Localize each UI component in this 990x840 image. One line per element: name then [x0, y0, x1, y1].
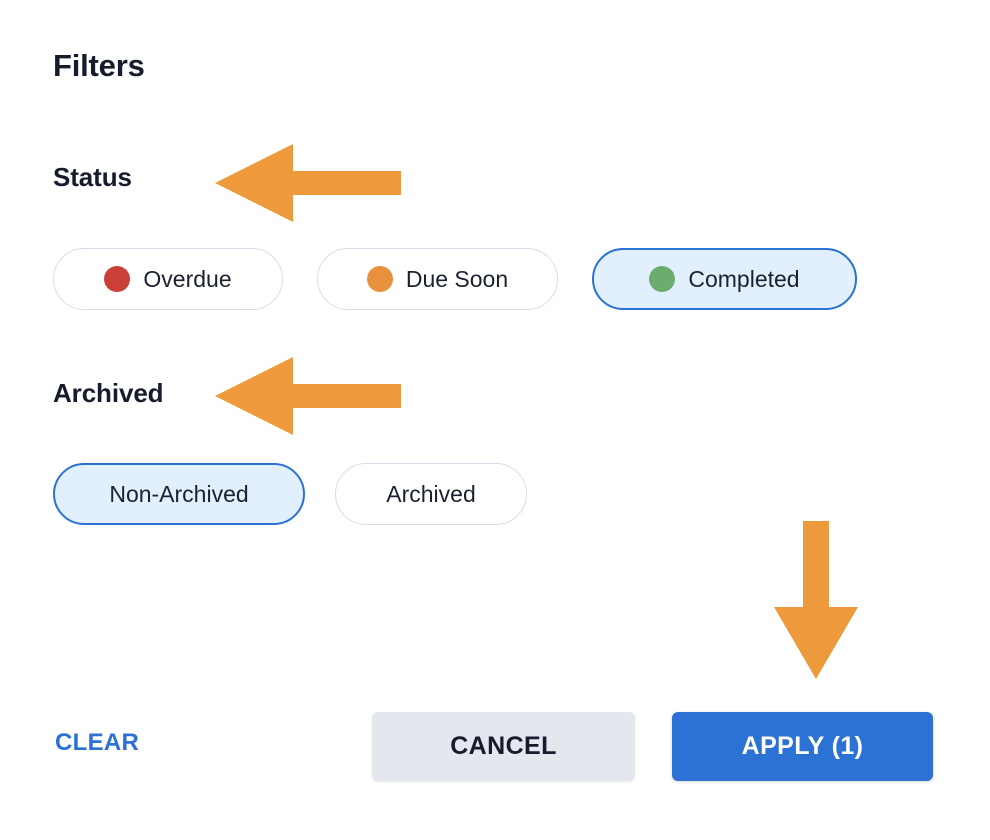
chip-label: Archived: [386, 480, 476, 507]
status-dot-overdue: [104, 266, 131, 292]
chip-label: Overdue: [143, 265, 232, 292]
chip-label: Due Soon: [405, 265, 509, 292]
chip-archived-archived[interactable]: Archived: [335, 463, 527, 525]
page-title: Filters: [53, 48, 145, 83]
status-dot-due-soon: [366, 266, 393, 292]
status-chip-group: Overdue Due Soon Completed: [53, 248, 857, 310]
arrow-left-icon-archived: [215, 357, 401, 435]
chip-label: Completed: [688, 265, 800, 292]
arrow-left-icon-status: [215, 144, 401, 222]
archived-chip-group: Non-Archived Archived: [53, 463, 527, 525]
section-label-archived: Archived: [53, 378, 164, 408]
chip-status-completed[interactable]: Completed: [592, 248, 857, 310]
chip-label: Non-Archived: [109, 480, 249, 507]
arrow-down-icon-apply: [774, 521, 858, 679]
chip-archived-non-archived[interactable]: Non-Archived: [53, 463, 305, 525]
chip-status-overdue[interactable]: Overdue: [53, 248, 283, 310]
status-dot-completed: [649, 266, 676, 292]
cancel-button[interactable]: CANCEL: [372, 712, 635, 781]
apply-button[interactable]: APPLY (1): [672, 712, 933, 781]
clear-button[interactable]: CLEAR: [55, 729, 140, 756]
section-label-status: Status: [53, 162, 132, 192]
chip-status-due-soon[interactable]: Due Soon: [317, 248, 558, 310]
